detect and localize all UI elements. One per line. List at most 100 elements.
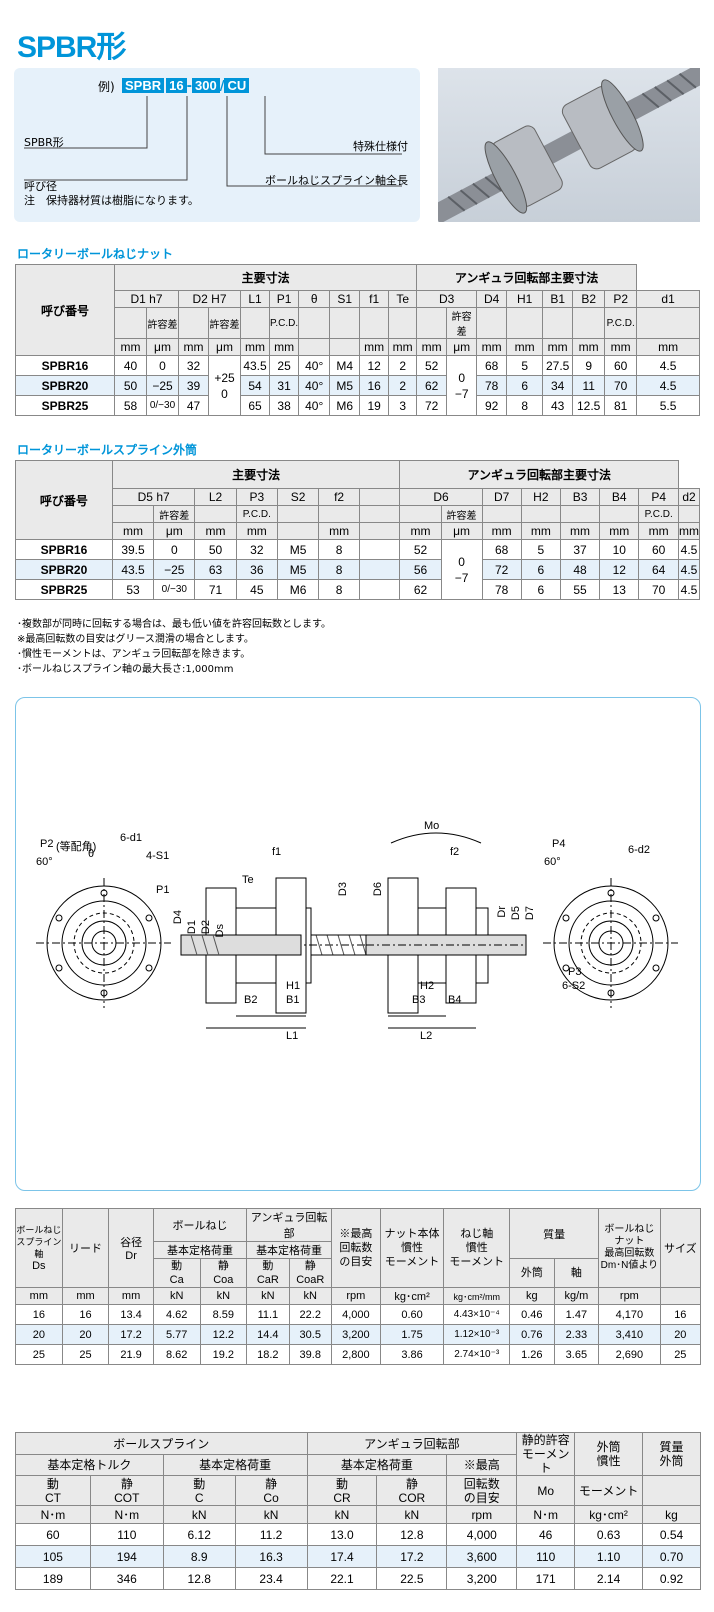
label-6-d1: 6-d1 — [120, 832, 143, 844]
unit: mm — [542, 338, 574, 356]
cell: 60 — [638, 539, 679, 560]
table-row: SPBR25 53 0/−30 71 45 M6 8 62 78 6 55 13… — [15, 579, 700, 600]
product-photo — [430, 60, 714, 224]
label-l1: L1 — [286, 1030, 299, 1042]
label-theta: θ — [88, 848, 95, 860]
cell: 4.5 — [678, 539, 700, 560]
unit: mm — [359, 338, 390, 356]
cell: 16 — [359, 375, 390, 396]
cell: 18.2 — [246, 1344, 290, 1365]
cell: 70 — [638, 579, 679, 600]
label-p4: P4 — [552, 838, 566, 850]
cell: 19 — [359, 395, 390, 416]
cell: 4,170 — [598, 1304, 661, 1325]
cell: M4 — [329, 355, 361, 376]
hdr: CaR — [256, 1274, 279, 1286]
group-angular: アンギュラ回転部主要寸法 — [416, 264, 638, 291]
unit: kN — [288, 1287, 332, 1305]
hdr-p3: P3 — [235, 488, 279, 506]
cell: 68 — [476, 355, 508, 376]
cell: 78 — [481, 579, 522, 600]
hdr: モーメント — [574, 1475, 644, 1506]
tol-label: 許容差 — [153, 505, 196, 523]
tol-d3-upper: 0 — [458, 370, 466, 385]
label-l2: L2 — [420, 1030, 433, 1042]
hdr-size: サイズ — [659, 1208, 702, 1288]
hdr: Co — [263, 1490, 279, 1505]
cell: 5 — [520, 539, 561, 560]
cell: 30.5 — [288, 1324, 332, 1345]
unit: kN — [376, 1505, 448, 1524]
cell: 17.4 — [306, 1545, 378, 1568]
unit: μm — [153, 522, 196, 540]
hdr: 動 — [262, 1260, 274, 1272]
cell: 0.54 — [642, 1523, 701, 1546]
cell: 27.5 — [542, 355, 574, 376]
cell: 4,000 — [330, 1304, 381, 1325]
cell: 2.14 — [574, 1567, 644, 1590]
table2-title: ロータリーボールスプライン外筒 — [17, 443, 198, 457]
unit: kg･cm² — [574, 1505, 644, 1524]
unit: N･m — [15, 1505, 91, 1524]
cell: 0 — [153, 539, 196, 560]
unit: mm — [114, 338, 147, 356]
cell: 12 — [359, 355, 390, 376]
label-f1: f1 — [272, 846, 282, 858]
unit: mm — [194, 522, 237, 540]
cell: 13.0 — [306, 1523, 378, 1546]
cell: 46 — [516, 1523, 576, 1546]
tol-d6-lower: −7 — [454, 570, 469, 585]
hdr-h1: H1 — [506, 290, 544, 308]
hdr: ねじ軸 — [460, 1228, 494, 1240]
cell: 0.60 — [379, 1304, 445, 1325]
hdr: の目安 — [339, 1256, 373, 1268]
hdr-s1: S1 — [329, 290, 361, 308]
cell: 4.5 — [636, 355, 700, 376]
table1-title: ロータリーボールねじナット — [17, 247, 174, 261]
label-p3: P3 — [568, 966, 582, 978]
cell: M6 — [329, 395, 361, 416]
hdr: モーメント — [449, 1256, 504, 1268]
unit: kN — [162, 1505, 236, 1524]
unit: kg — [509, 1287, 555, 1305]
cell: 56 — [399, 559, 442, 580]
hdr-s2: S2 — [277, 488, 320, 506]
label-h1: H1 — [286, 980, 301, 992]
cell: 1.12×10⁻³ — [443, 1324, 511, 1345]
label-p2: P2 — [40, 838, 54, 850]
cell: 12 — [599, 559, 640, 580]
label-d6: D6 — [372, 882, 384, 897]
hdr: 基本定格トルク — [15, 1453, 164, 1476]
cell: 8 — [318, 579, 361, 600]
unit: mm — [481, 522, 522, 540]
hdr: 慣性 — [401, 1242, 424, 1254]
table-row: SPBR25 58 0/−30 47 65 38 40° M6 19 3 72 … — [15, 395, 700, 416]
cell: 50 — [194, 539, 237, 560]
hdr: 動 — [171, 1260, 183, 1272]
cell: 1.47 — [553, 1304, 600, 1325]
cell: 37 — [559, 539, 601, 560]
label-mo: Mo — [424, 820, 440, 832]
cell: 105 — [15, 1545, 91, 1568]
cell: 32 — [235, 539, 279, 560]
pcd-label: P.C.D. — [638, 505, 679, 523]
cell: 22.5 — [376, 1567, 448, 1590]
hdr-b1: B1 — [542, 290, 574, 308]
cell: 2,800 — [330, 1344, 381, 1365]
hdr: アンギュラ回転部 — [306, 1432, 518, 1455]
cell: 0.63 — [574, 1523, 644, 1546]
cell: 5.77 — [152, 1324, 201, 1345]
cell: 2 — [388, 375, 418, 396]
cell: 0.76 — [509, 1324, 555, 1345]
label-ds: Ds — [214, 924, 226, 938]
cell: 2 — [388, 355, 418, 376]
cell: 25 — [268, 355, 300, 376]
cell: 12.5 — [572, 395, 606, 416]
hdr-d2: d2 — [678, 488, 700, 506]
spline-dimensions-table: 呼び番号 主要寸法 アンギュラ回転部主要寸法 D5 h7 L2 P3 S2 f2… — [15, 460, 700, 600]
hdr: Dr — [125, 1250, 137, 1262]
hdr: Ca — [169, 1274, 184, 1286]
cell: 3,600 — [446, 1545, 518, 1568]
tol-label: 許容差 — [208, 307, 241, 339]
